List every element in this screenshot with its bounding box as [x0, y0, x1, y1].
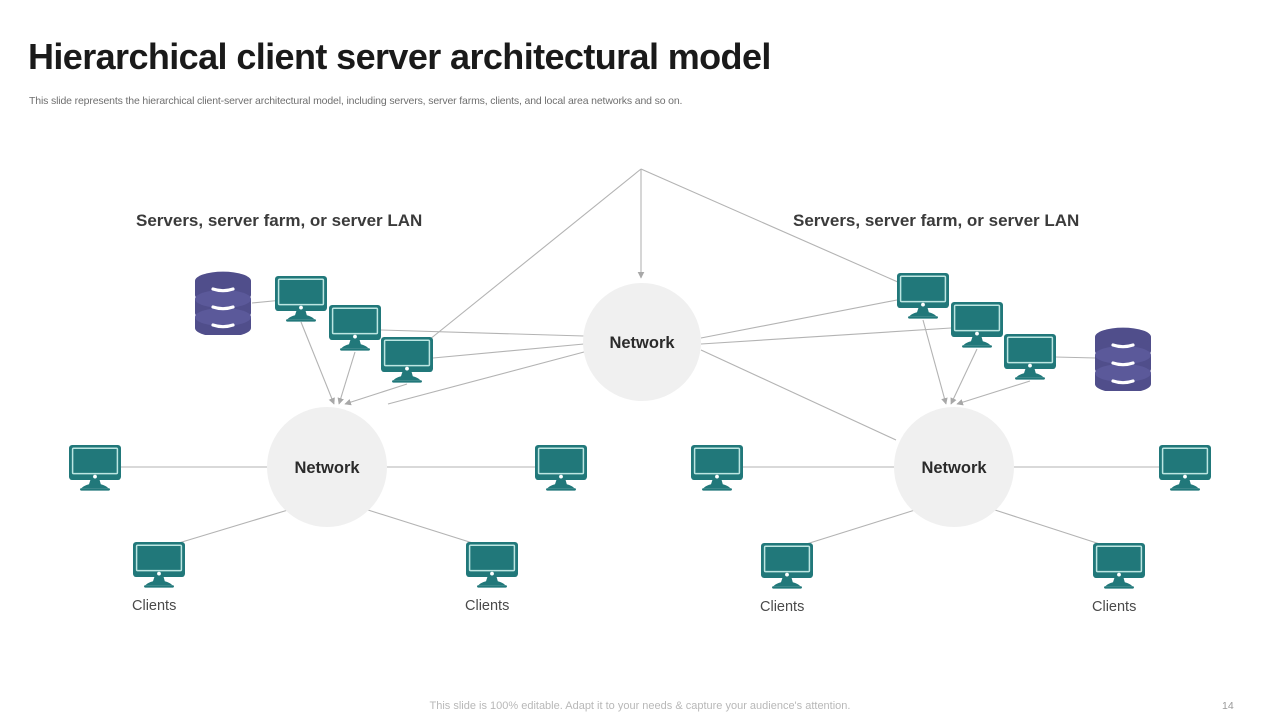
- database-icon-right[interactable]: [1094, 326, 1152, 393]
- connector-network-left-to-client-sw: [171, 509, 289, 546]
- connector-network-right-to-center: [700, 349, 897, 441]
- connector-db-right-to-server: [1054, 356, 1097, 359]
- client-monitor-icon-left-se[interactable]: [466, 542, 518, 588]
- client-monitor-icon-left-west[interactable]: [69, 445, 121, 491]
- network-node-center[interactable]: Network: [583, 283, 701, 401]
- connector-network-left-to-client-se: [367, 509, 480, 546]
- connector-apex-to-left-farm: [413, 168, 642, 353]
- label-right-server-group: Servers, server farm, or server LAN: [793, 211, 1080, 230]
- network-node-center-label: Network: [609, 334, 675, 352]
- connector-server-l2-to-network-left: [337, 351, 356, 405]
- client-monitor-icon-left-east[interactable]: [535, 445, 587, 491]
- footer-note: This slide is 100% editable. Adapt it to…: [429, 700, 851, 712]
- label-clients-right-sw: Clients: [760, 599, 805, 615]
- network-node-right[interactable]: Network: [894, 407, 1014, 527]
- page-title: Hierarchical client server architectural…: [28, 36, 771, 77]
- client-monitor-icon-left-sw[interactable]: [133, 542, 185, 588]
- page-number: 14: [1222, 700, 1234, 712]
- connector-server-r2-to-network-right: [950, 348, 978, 405]
- connector-server-l3-to-network-left: [344, 383, 408, 406]
- client-monitor-icon-right-east[interactable]: [1159, 445, 1211, 491]
- label-clients-left-se: Clients: [465, 598, 510, 614]
- client-monitor-icon-right-west[interactable]: [691, 445, 743, 491]
- network-node-left-label: Network: [294, 459, 360, 477]
- database-icon-left[interactable]: [194, 270, 252, 337]
- server-monitor-icon-left-2[interactable]: [329, 305, 381, 351]
- label-clients-left-sw: Clients: [132, 598, 177, 614]
- connector-lines: [121, 168, 1159, 547]
- connector-network-left-to-center: [387, 351, 585, 405]
- server-monitor-icon-left-1[interactable]: [275, 276, 327, 322]
- server-monitor-icon-right-1[interactable]: [897, 273, 949, 319]
- connector-network-right-to-client-se: [994, 509, 1107, 547]
- connector-server-r2-to-center: [700, 327, 952, 345]
- connector-network-right-to-client-sw: [799, 509, 916, 547]
- server-monitor-icon-left-3[interactable]: [381, 337, 433, 383]
- connector-server-r3-to-network-right: [956, 380, 1031, 406]
- client-monitor-icon-right-se[interactable]: [1093, 543, 1145, 589]
- page-subtitle: This slide represents the hierarchical c…: [29, 95, 683, 107]
- network-node-left[interactable]: Network: [267, 407, 387, 527]
- server-monitor-icon-right-3[interactable]: [1004, 334, 1056, 380]
- connector-server-r1-to-network-right: [922, 319, 948, 405]
- network-nodes: Network Network Network: [267, 283, 1014, 527]
- connector-server-r1-to-center: [700, 299, 898, 339]
- network-node-right-label: Network: [921, 459, 987, 477]
- connector-apex-to-right-farm: [640, 168, 917, 291]
- connector-server-l2-to-center: [380, 329, 585, 337]
- connector-server-l1-to-network-left: [300, 321, 335, 405]
- client-monitor-icon-right-sw[interactable]: [761, 543, 813, 589]
- connector-server-l3-to-center: [432, 343, 585, 359]
- label-clients-right-se: Clients: [1092, 599, 1137, 615]
- server-monitor-icon-right-2[interactable]: [951, 302, 1003, 348]
- label-left-server-group: Servers, server farm, or server LAN: [136, 211, 423, 230]
